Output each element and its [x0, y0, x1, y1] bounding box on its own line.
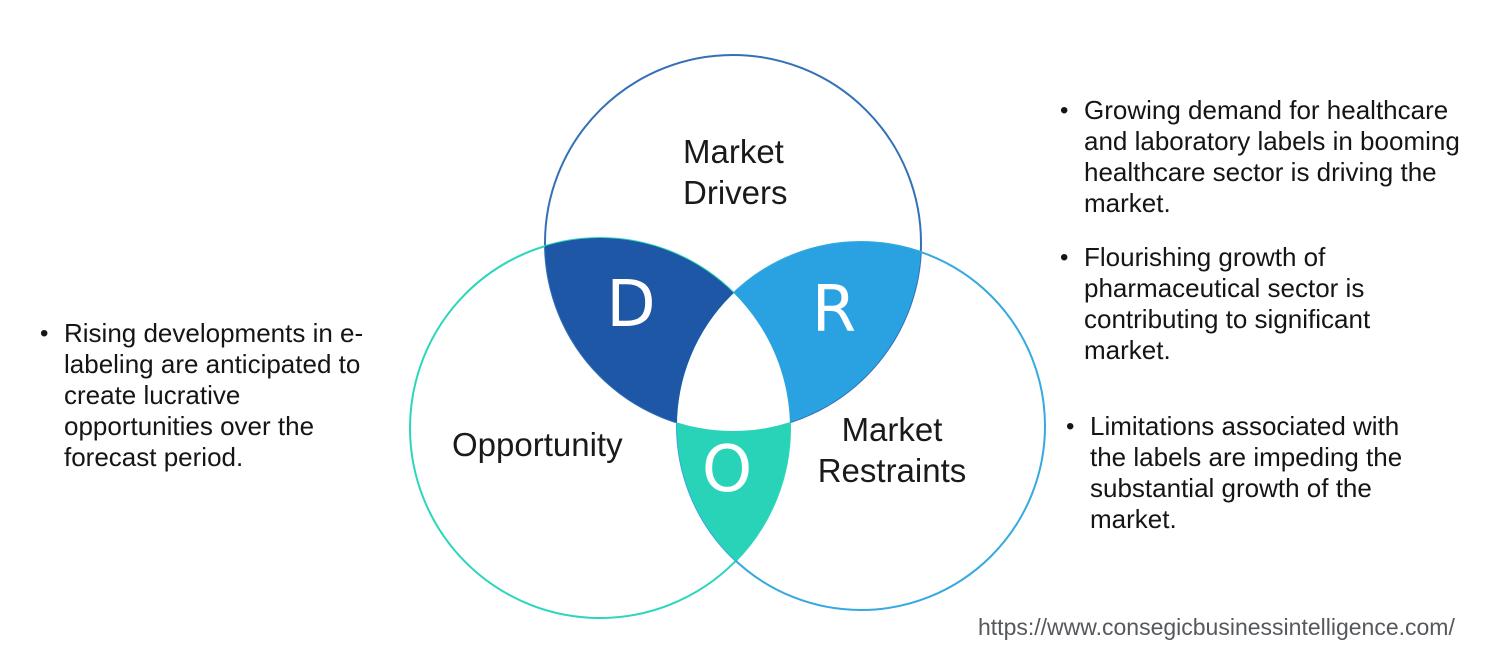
opportunity-label: Opportunity — [452, 426, 623, 463]
bullet-opportunity-text: Rising developments in e- labeling are a… — [64, 318, 364, 472]
bullet-opportunity: • Rising developments in e- labeling are… — [40, 318, 400, 473]
bullet-driver-1: • Growing demand for healthcare and labo… — [1060, 95, 1490, 219]
bullet-dot: • — [1060, 244, 1069, 271]
bullet-dot: • — [1060, 97, 1069, 124]
market-drivers-label: Market Drivers — [683, 133, 788, 211]
bullet-driver-2-text: Flourishing growth of pharmaceutical sec… — [1084, 242, 1371, 365]
market-restraints-label: Market Restraints — [817, 411, 967, 489]
letter-r: R — [811, 273, 857, 347]
bullet-restraint: • Limitations associated with the labels… — [1066, 411, 1490, 535]
letter-d: D — [606, 268, 656, 342]
bullet-driver-2: • Flourishing growth of pharmaceutical s… — [1060, 242, 1490, 366]
source-url: https://www.consegicbusinessintelligence… — [978, 614, 1455, 640]
bullet-dot: • — [40, 320, 49, 347]
letter-o: O — [701, 433, 753, 507]
bullet-driver-1-text: Growing demand for healthcare and labora… — [1084, 95, 1460, 218]
bullet-restraint-text: Limitations associated with the labels a… — [1090, 411, 1403, 534]
bullet-dot: • — [1066, 413, 1075, 440]
